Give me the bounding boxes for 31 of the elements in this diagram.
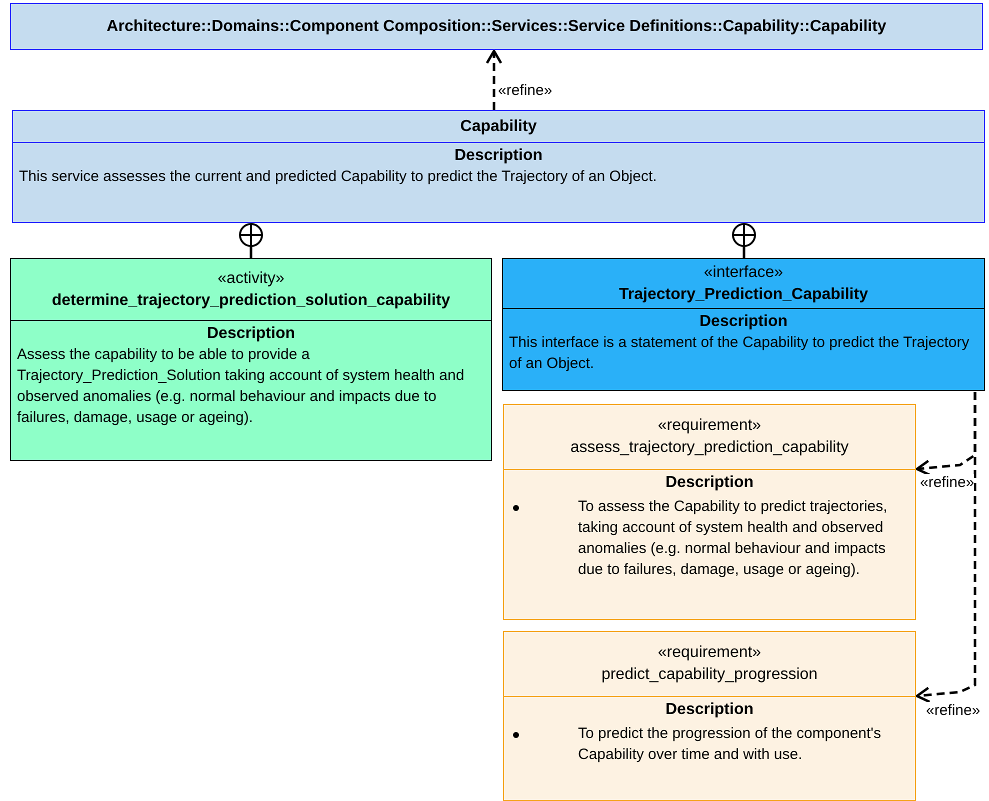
box-title: predict_capability_progression xyxy=(601,665,818,685)
section-heading: Description xyxy=(699,312,788,332)
description-text: To predict the progression of the component's Capability over time and with use. xyxy=(578,724,882,765)
section-heading: Description xyxy=(665,473,754,493)
containment-connector xyxy=(732,223,756,258)
box-title: Architecture::Domains::Component Composition::Services::Service Definitions::Capability::Capability xyxy=(106,16,886,36)
description-text: Assess the capability to be able to provide a Trajectory_Prediction_Solution taking account of system health and observed anomalies (e.g. normal behaviour and impacts due to failures, damage, usage or ageing). xyxy=(16,345,466,428)
section-heading: Description xyxy=(454,146,542,166)
description-text: This service assesses the current and predicted Capability to predict the Trajectory of an Object. xyxy=(18,167,658,187)
class-box xyxy=(502,258,985,391)
class-box xyxy=(12,110,985,223)
box-title: determine_trajectory_prediction_solution_capability xyxy=(52,290,450,310)
section-heading: Description xyxy=(665,700,754,720)
section-heading: Description xyxy=(206,324,295,344)
class-box xyxy=(503,631,916,801)
stereotype: «requirement» xyxy=(658,416,762,436)
stereotype: «requirement» xyxy=(658,643,762,663)
refine-arrow xyxy=(916,392,976,704)
description-text: This interface is a statement of the Capability to predict the Trajectory of an Object. xyxy=(508,333,970,374)
box-title: Capability xyxy=(460,116,537,136)
edge-label: «refine» xyxy=(920,474,974,492)
class-box xyxy=(10,3,983,50)
containment-connector xyxy=(239,223,263,258)
box-title: assess_trajectory_prediction_capability xyxy=(570,438,849,458)
class-box xyxy=(503,404,916,620)
refine-arrow xyxy=(486,50,502,110)
stereotype: «interface» xyxy=(704,262,784,282)
description-text: To assess the Capability to predict trajectories, taking account of system health and observed anomalies (e.g. normal behaviour and impacts due to failures, damage, usage or ageing). xyxy=(578,497,888,580)
box-title: Trajectory_Prediction_Capability xyxy=(619,284,868,304)
stereotype: «activity» xyxy=(218,268,284,288)
class-box xyxy=(10,258,492,461)
